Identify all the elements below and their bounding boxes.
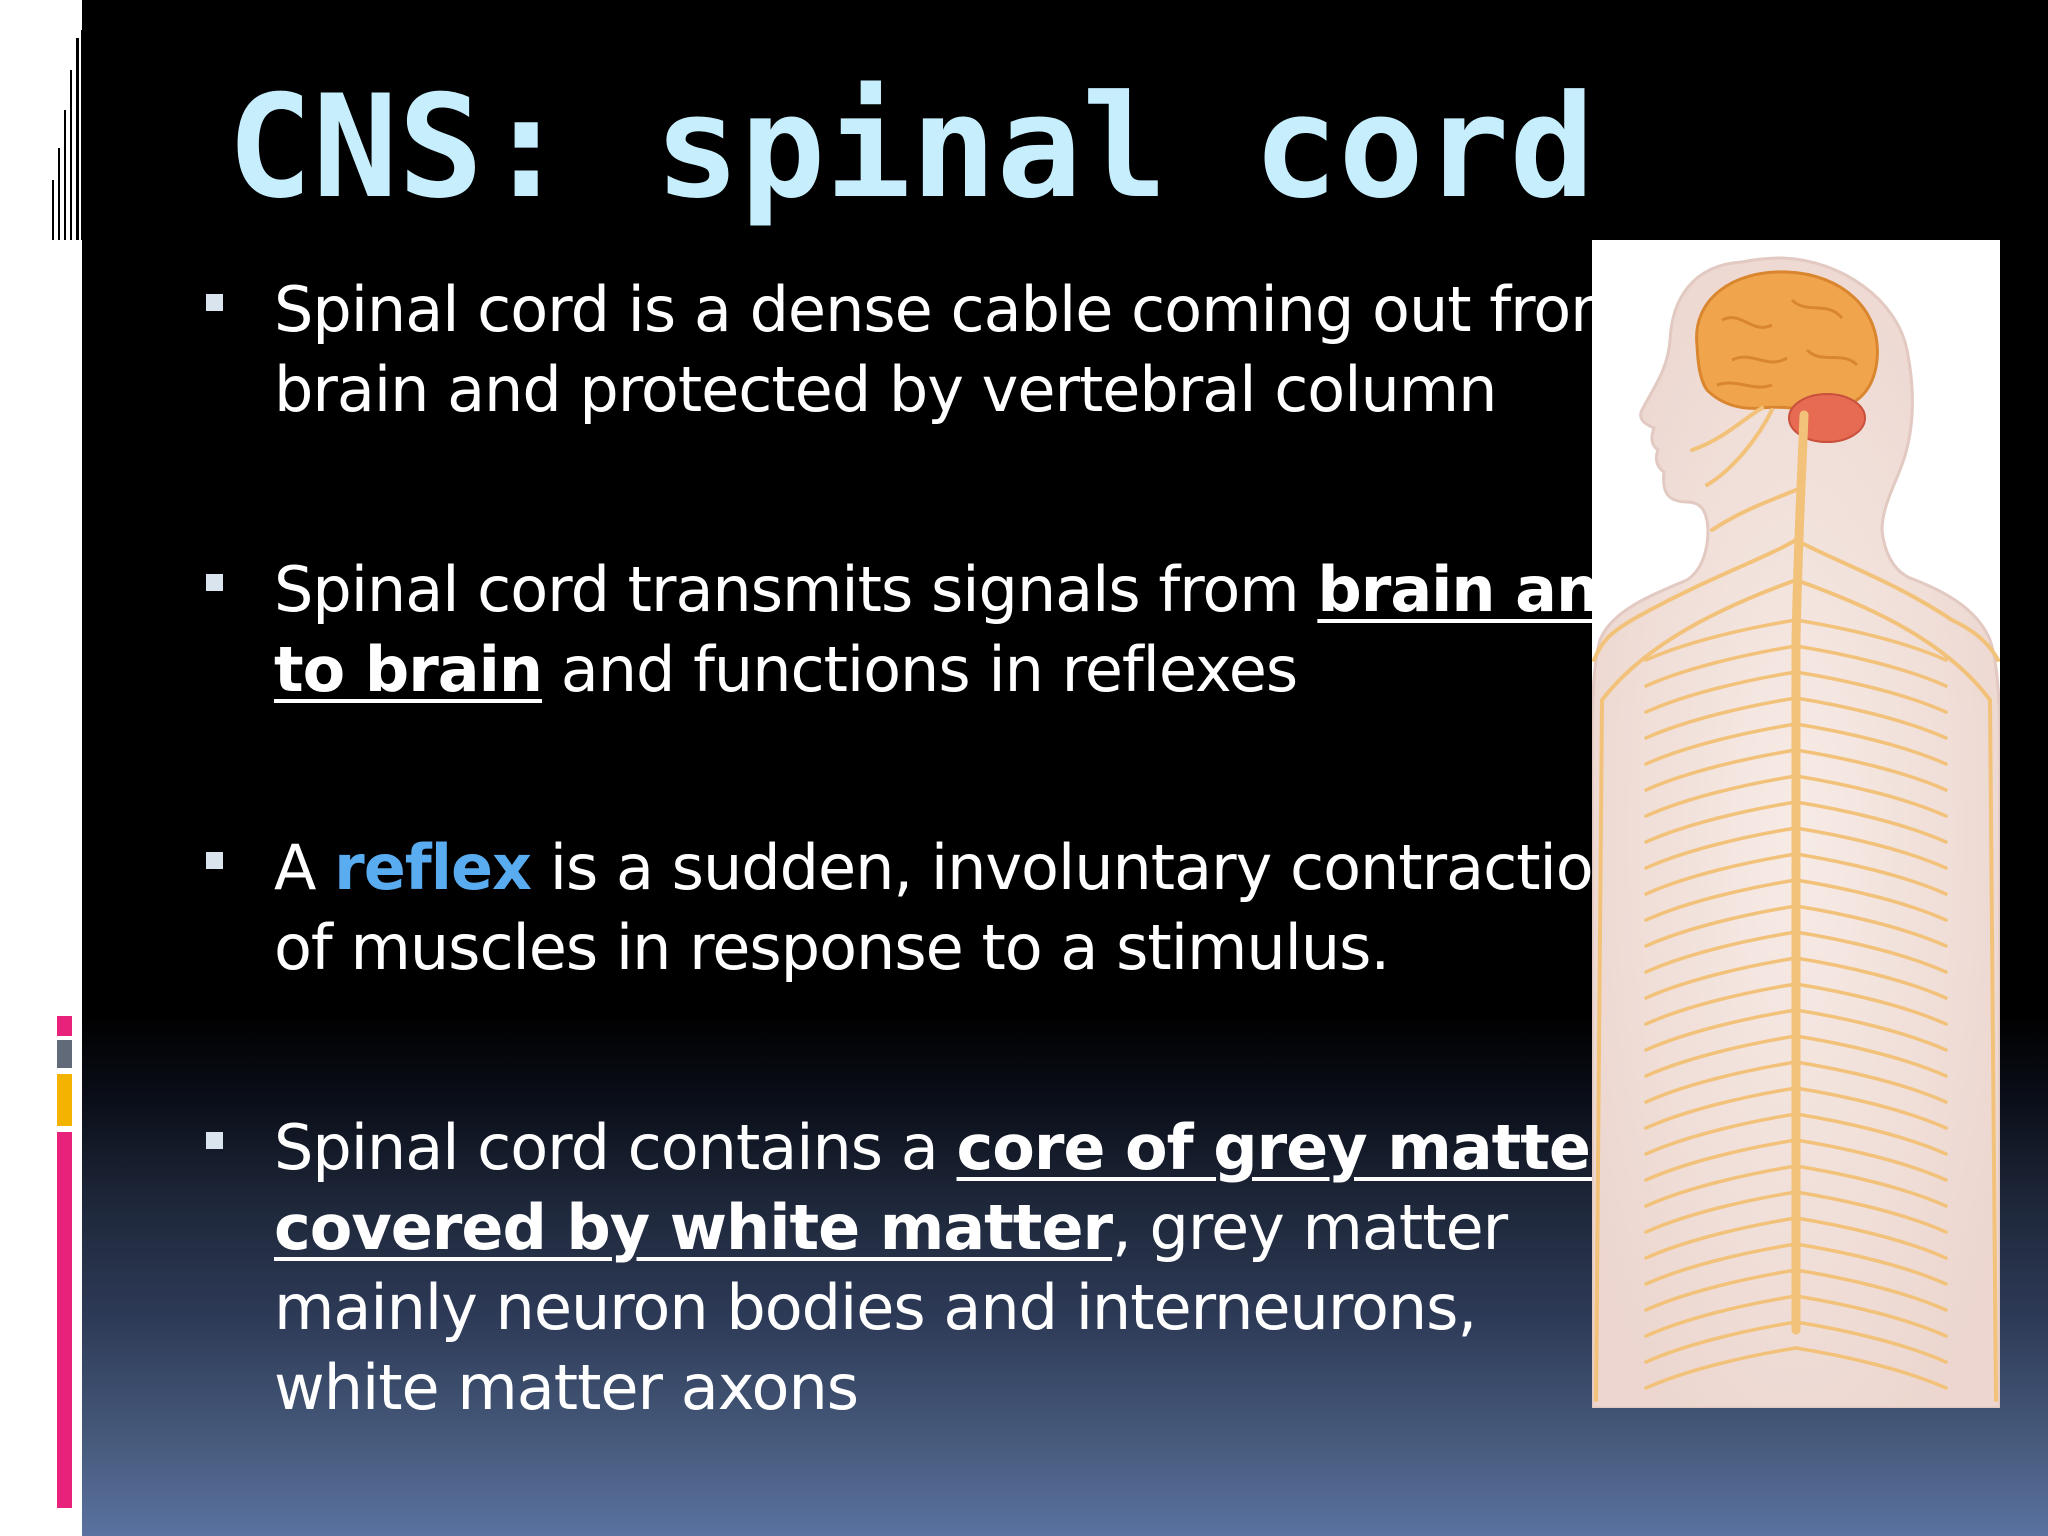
bullet-text: Spinal cord contains a core of grey matt…: [274, 1108, 1652, 1428]
nerve-branch: [1794, 774, 1948, 818]
nerve-branch: [1794, 644, 1948, 688]
bullet-emphasis: brain and to brain: [274, 553, 1644, 706]
nerve-branch: [1644, 618, 1798, 662]
keyword-reflex: reflex: [334, 831, 532, 904]
nerve-branch: [1644, 1086, 1798, 1130]
nerve-branch: [1794, 852, 1948, 896]
nerve-branch: [1644, 904, 1798, 948]
nerve-branch: [1794, 1346, 1948, 1390]
nerve-branch: [1794, 696, 1948, 740]
bullet-item: Spinal cord contains a core of grey matt…: [192, 1108, 1652, 1428]
nerve-branch: [1644, 1112, 1798, 1156]
nerve-branch: [1794, 1242, 1948, 1286]
nerve-branch: [1794, 1216, 1948, 1260]
nerve-branch: [1794, 670, 1948, 714]
nerve-branch: [1794, 1138, 1948, 1182]
bullet-item: Spinal cord is a dense cable coming out …: [192, 270, 1652, 430]
nerve-branch: [1644, 1268, 1798, 1312]
nerve-branch: [1644, 748, 1798, 792]
bullet-text-part: and functions in reflexes: [542, 633, 1298, 706]
nerve-branch: [1644, 1190, 1798, 1234]
decorative-lines-icon: [52, 30, 82, 240]
human-nervous-system-icon: [1590, 256, 2002, 1410]
bullet-marker: [206, 294, 223, 311]
nerve-branch: [1644, 1294, 1798, 1338]
nerve-branch: [1794, 878, 1948, 922]
bullet-text-part: is a sudden, involuntary contraction of …: [274, 831, 1632, 984]
nerve-branch: [1794, 826, 1948, 870]
nerve-branch: [1794, 748, 1948, 792]
nerve-branch: [1644, 670, 1798, 714]
accent-gray: [57, 1040, 72, 1068]
accent-pink-small: [57, 1016, 72, 1036]
nerve-branch: [1644, 930, 1798, 974]
nerve-branch: [1644, 696, 1798, 740]
nerve-branch: [1644, 1034, 1798, 1078]
nerve-branch: [1794, 1164, 1948, 1208]
bullet-text-part: Spinal cord is a dense cable coming out …: [274, 273, 1631, 426]
nerve-branch: [1644, 1060, 1798, 1104]
bullet-text-part: , grey matter mainly neuron bodies and i…: [274, 1191, 1508, 1424]
nerve-branch: [1644, 852, 1798, 896]
nerve-branch: [1794, 1294, 1948, 1338]
nerve-branch: [1794, 800, 1948, 844]
nerve-branch: [1794, 956, 1948, 1000]
nerve-branch: [1794, 1008, 1948, 1052]
nerve-branch: [1644, 1242, 1798, 1286]
bullet-emphasis: core of grey matter covered by white mat…: [274, 1111, 1621, 1264]
nerve-branch: [1794, 1086, 1948, 1130]
nerve-branch: [1644, 722, 1798, 766]
nerve-branch: [1644, 1346, 1798, 1390]
bullet-marker: [206, 852, 223, 869]
accent-yellow: [57, 1074, 72, 1126]
nerve-branch: [1794, 1060, 1948, 1104]
nerve-branch: [1644, 1138, 1798, 1182]
nerve-branch: [1644, 878, 1798, 922]
nerve-branch: [1644, 826, 1798, 870]
nerve-branch: [1794, 618, 1948, 662]
bullet-item: A reflex is a sudden, involuntary contra…: [192, 828, 1652, 988]
nerve-branch: [1794, 1268, 1948, 1312]
bullet-text-part: Spinal cord contains a: [274, 1111, 957, 1184]
bullet-text: A reflex is a sudden, involuntary contra…: [274, 828, 1652, 988]
nervous-system-figure: [1590, 240, 2002, 1410]
nerve-branch: [1794, 722, 1948, 766]
bullet-text: Spinal cord is a dense cable coming out …: [274, 270, 1652, 430]
slide-title: CNS: spinal cord: [227, 65, 1595, 230]
nerve-branch: [1644, 1320, 1798, 1364]
bullet-text-part: A: [274, 831, 335, 904]
accent-pink-large: [57, 1132, 72, 1508]
nerve-branch: [1644, 1164, 1798, 1208]
nerve-branch: [1644, 644, 1798, 688]
nerve-branch: [1794, 1034, 1948, 1078]
nerve-branch: [1794, 1112, 1948, 1156]
nerve-branch: [1644, 800, 1798, 844]
nerve-branch: [1794, 904, 1948, 948]
bullet-text-part: Spinal cord transmits signals from: [274, 553, 1318, 626]
nerve-branch: [1644, 1008, 1798, 1052]
nerve-branch: [1644, 956, 1798, 1000]
nerve-branch: [1644, 1216, 1798, 1260]
left-decoration-bar: [0, 0, 82, 1536]
nerve-branch: [1644, 774, 1798, 818]
nerve-branch: [1794, 1320, 1948, 1364]
nerve-branch: [1794, 982, 1948, 1026]
nerve-branch: [1644, 982, 1798, 1026]
bullet-marker: [206, 574, 223, 591]
bullet-item: Spinal cord transmits signals from brain…: [192, 550, 1652, 710]
bullet-text: Spinal cord transmits signals from brain…: [274, 550, 1652, 710]
nerve-branch: [1794, 1190, 1948, 1234]
nerve-branch: [1794, 930, 1948, 974]
bullet-marker: [206, 1132, 223, 1149]
